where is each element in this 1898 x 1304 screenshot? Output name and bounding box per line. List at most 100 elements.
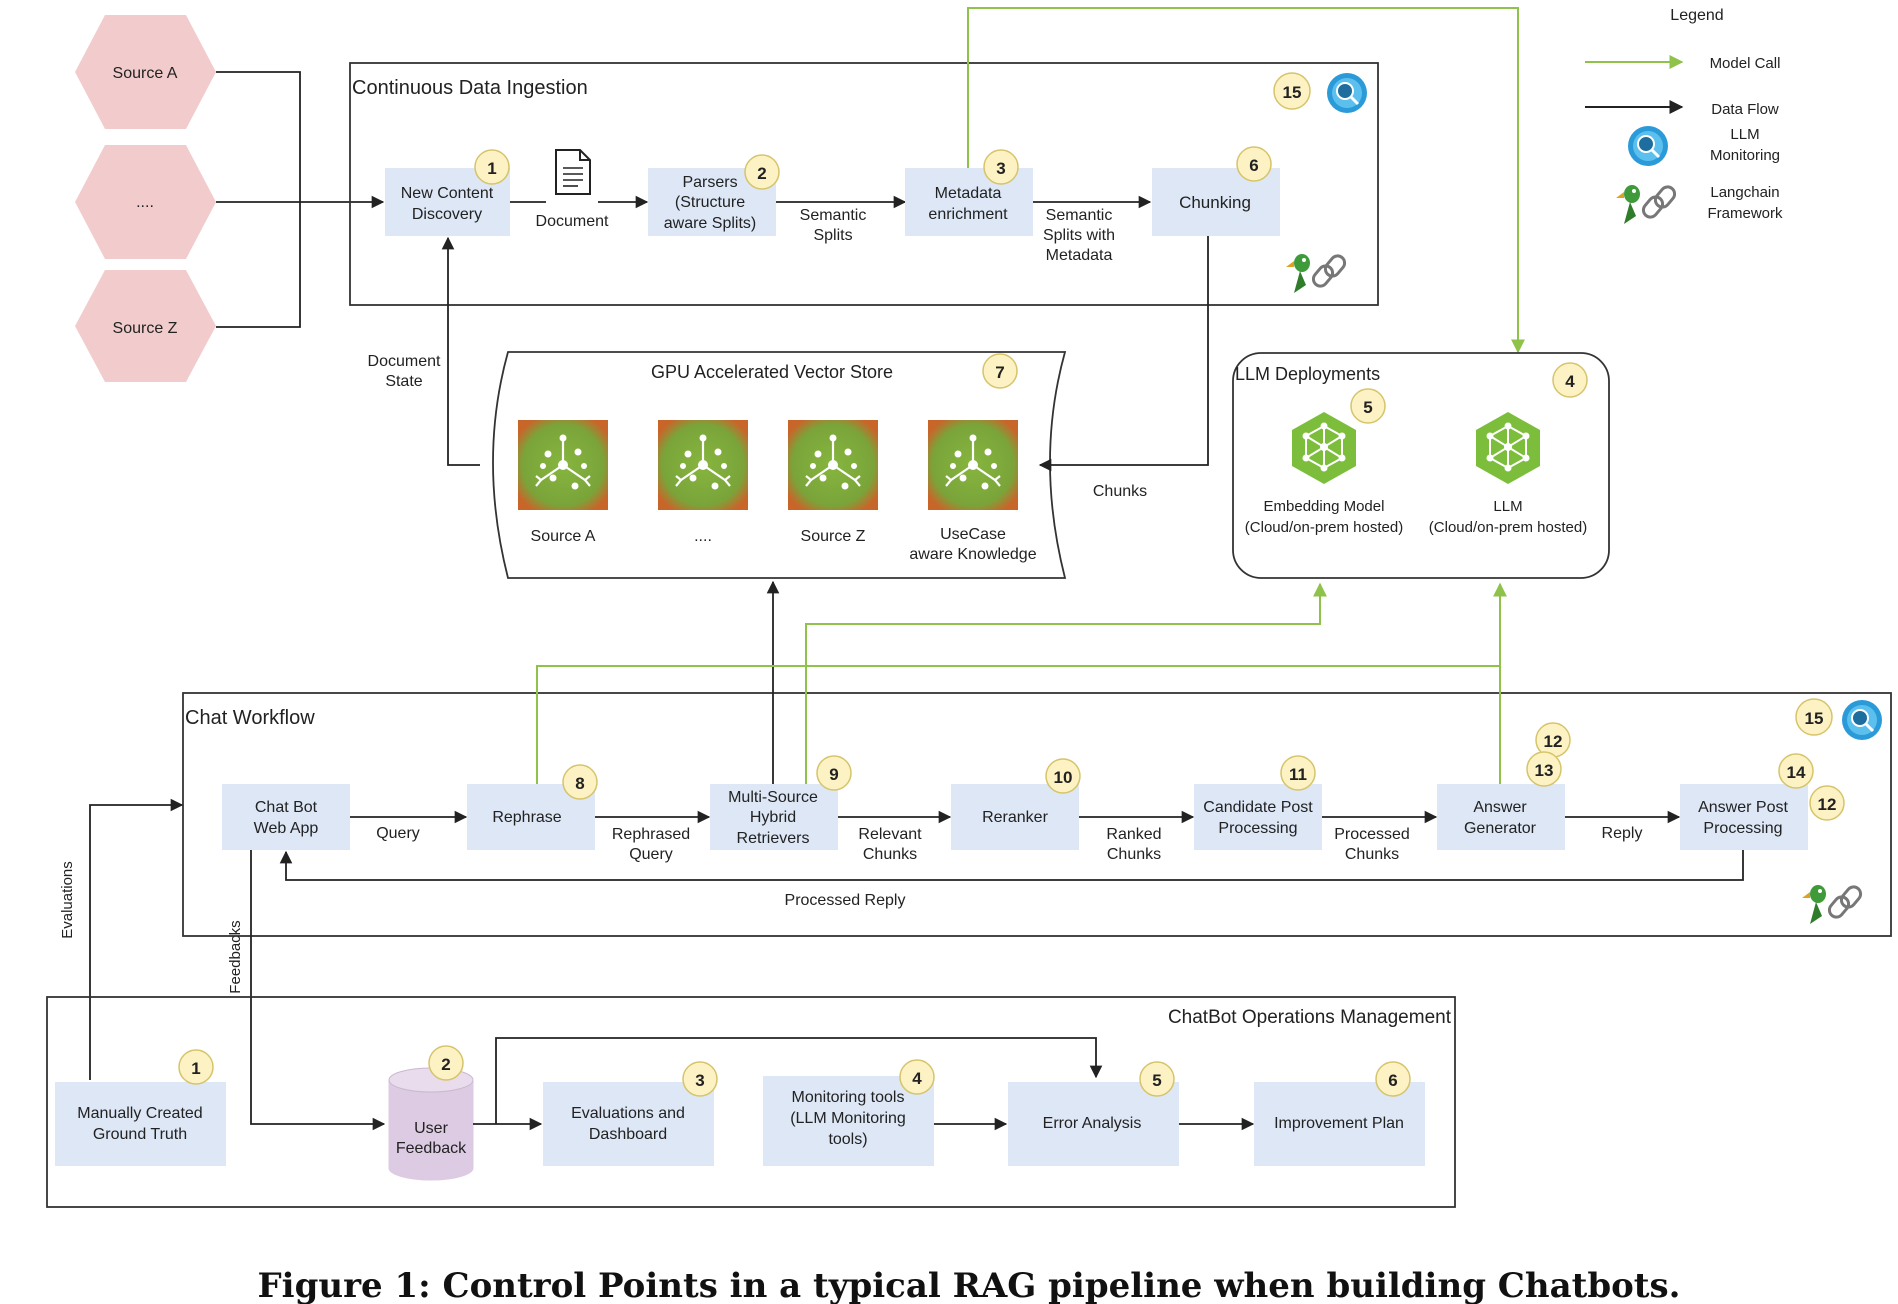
badge-4-llm-deployments-number: 4 <box>1565 372 1575 391</box>
answer-post-label-1: Answer Post <box>1698 799 1788 816</box>
parsers-label-3: aware Splits) <box>664 215 756 232</box>
retrievers-label-1: Multi-Source <box>728 789 818 806</box>
llm-label-1: LLM <box>1493 498 1522 515</box>
answer-generator-node <box>1437 784 1565 850</box>
chunking-label: Chunking <box>1179 193 1251 212</box>
badge-3-ingestion <box>983 149 1019 185</box>
reranker-node <box>951 784 1079 850</box>
embedding-model-label-1: Embedding Model <box>1264 498 1385 515</box>
document-state-arrow <box>441 236 480 466</box>
source-z-hexagon <box>75 270 216 382</box>
eval-label-1: Evaluations and <box>571 1105 685 1122</box>
semantic-splits-label-1: Semantic <box>800 207 867 224</box>
document-state-label-2: State <box>385 373 422 390</box>
feedback-to-error-analysis-arrow <box>495 1037 1103 1124</box>
candidate-label-2: Processing <box>1218 820 1297 837</box>
sources-bracket <box>216 71 301 328</box>
retrievers-node <box>710 784 838 850</box>
chat-monitor-badge <box>1795 698 1833 736</box>
splits-meta-label-1: Semantic <box>1046 207 1113 224</box>
vector-store-title: GPU Accelerated Vector Store <box>651 362 893 382</box>
metadata-label-2: enrichment <box>928 206 1008 223</box>
metadata-model-call-arrow <box>967 7 1525 354</box>
document-icon <box>546 143 598 203</box>
badge-2-ingestion-number: 2 <box>757 164 766 183</box>
badge-11-number: 11 <box>1289 765 1307 784</box>
source-a-hexagon <box>75 15 216 129</box>
parsers-label-1: Parsers <box>682 174 737 191</box>
answer-generator-label-1: Answer <box>1473 799 1527 816</box>
badge-7-vector-store-number: 7 <box>995 363 1004 382</box>
answer-post-label-2: Processing <box>1703 820 1782 837</box>
ranked-chunks-label-1: Ranked <box>1106 826 1161 843</box>
rephrase-label: Rephrase <box>492 809 561 826</box>
relevant-chunks-label-2: Chunks <box>863 846 917 863</box>
answer-generator-label-2: Generator <box>1464 820 1537 837</box>
source-dots-label: .... <box>136 194 154 211</box>
reply-label: Reply <box>1602 825 1643 842</box>
feedbacks-label: Feedbacks <box>227 920 244 993</box>
ground-truth-label-1: Manually Created <box>77 1105 202 1122</box>
ops-badge-5 <box>1139 1061 1175 1097</box>
source-dots-hexagon <box>75 145 216 259</box>
relevant-chunks-label-1: Relevant <box>858 826 922 843</box>
source-z-label: Source Z <box>113 320 178 337</box>
processed-chunks-label-2: Chunks <box>1345 846 1399 863</box>
candidate-post-processing-node <box>1194 784 1322 850</box>
badge-13-number: 13 <box>1535 761 1554 780</box>
legend-data-flow-label: Data Flow <box>1711 101 1779 118</box>
llm-monitoring-icon <box>1626 124 1670 168</box>
badge-4-llm-deployments <box>1552 362 1588 398</box>
embedding-model-label-2: (Cloud/on-prem hosted) <box>1245 519 1403 536</box>
reranker-label: Reranker <box>982 809 1048 826</box>
monitor-label-2: (LLM Monitoring <box>790 1110 906 1127</box>
splits-meta-label-2: Splits with <box>1043 227 1115 244</box>
splits-meta-label-3: Metadata <box>1046 247 1113 264</box>
vector-source-z-icon <box>786 418 880 512</box>
llm-label-2: (Cloud/on-prem hosted) <box>1429 519 1587 536</box>
ingestion-monitoring-icon <box>1325 71 1369 115</box>
ops-title: ChatBot Operations Management <box>1168 1007 1452 1028</box>
badge-2-ingestion <box>744 154 780 190</box>
vector-usecase-icon <box>926 418 1020 512</box>
badge-14-number: 14 <box>1787 763 1806 782</box>
rephrased-query-label-2: Query <box>629 846 673 863</box>
ground-truth-label-2: Ground Truth <box>93 1126 187 1143</box>
vector-store-frame <box>492 351 1067 579</box>
badge-7-vector-store <box>982 353 1018 389</box>
metadata-label-1: Metadata <box>935 185 1002 202</box>
badge-14 <box>1778 753 1814 789</box>
vector-item-dots: .... <box>694 528 712 545</box>
chat-workflow-panel: Chat Workflow 15 Chat Bot Web App Query … <box>182 692 1892 937</box>
evaluations-arrow <box>89 798 184 1080</box>
vector-item-usecase: UseCase <box>940 526 1006 543</box>
figure-caption: Figure 1: Control Points in a typical RA… <box>258 1266 1681 1304</box>
ops-badge-5-number: 5 <box>1152 1071 1161 1090</box>
llm-deployments-panel: LLM Deployments 4 5 Embedding Model (Clo… <box>1232 352 1610 579</box>
chat-monitor-badge-number: 15 <box>1805 709 1824 728</box>
new-content-label-2: Discovery <box>412 206 482 223</box>
processed-reply-label: Processed Reply <box>785 892 906 909</box>
query-label: Query <box>376 825 420 842</box>
vector-dots-icon <box>656 418 750 512</box>
candidate-label-1: Candidate Post <box>1203 799 1313 816</box>
legend-llm-monitoring-label-1: LLM <box>1730 126 1759 143</box>
ops-badge-1-number: 1 <box>191 1059 200 1078</box>
evaluations-label: Evaluations <box>59 861 76 939</box>
ops-badge-2 <box>428 1045 464 1081</box>
processed-reply-arrow <box>279 850 1744 881</box>
llm-deployments-title: LLM Deployments <box>1235 364 1380 384</box>
monitor-label-3: tools) <box>828 1131 867 1148</box>
badge-5-embedding-number: 5 <box>1363 398 1372 417</box>
ingestion-langchain-icon <box>1284 251 1349 295</box>
langchain-icon <box>1614 182 1679 226</box>
user-feedback-label-2: Feedback <box>396 1140 467 1157</box>
rephrased-query-label-1: Rephrased <box>612 826 690 843</box>
vector-item-source-a: Source A <box>531 528 596 545</box>
eval-label-2: Dashboard <box>589 1126 667 1143</box>
vector-source-a-icon <box>516 418 610 512</box>
document-state-label-1: Document <box>368 353 441 370</box>
legend: Legend Model Call Data Flow LLM Monitori… <box>1585 7 1783 226</box>
legend-model-call-label: Model Call <box>1710 55 1781 72</box>
